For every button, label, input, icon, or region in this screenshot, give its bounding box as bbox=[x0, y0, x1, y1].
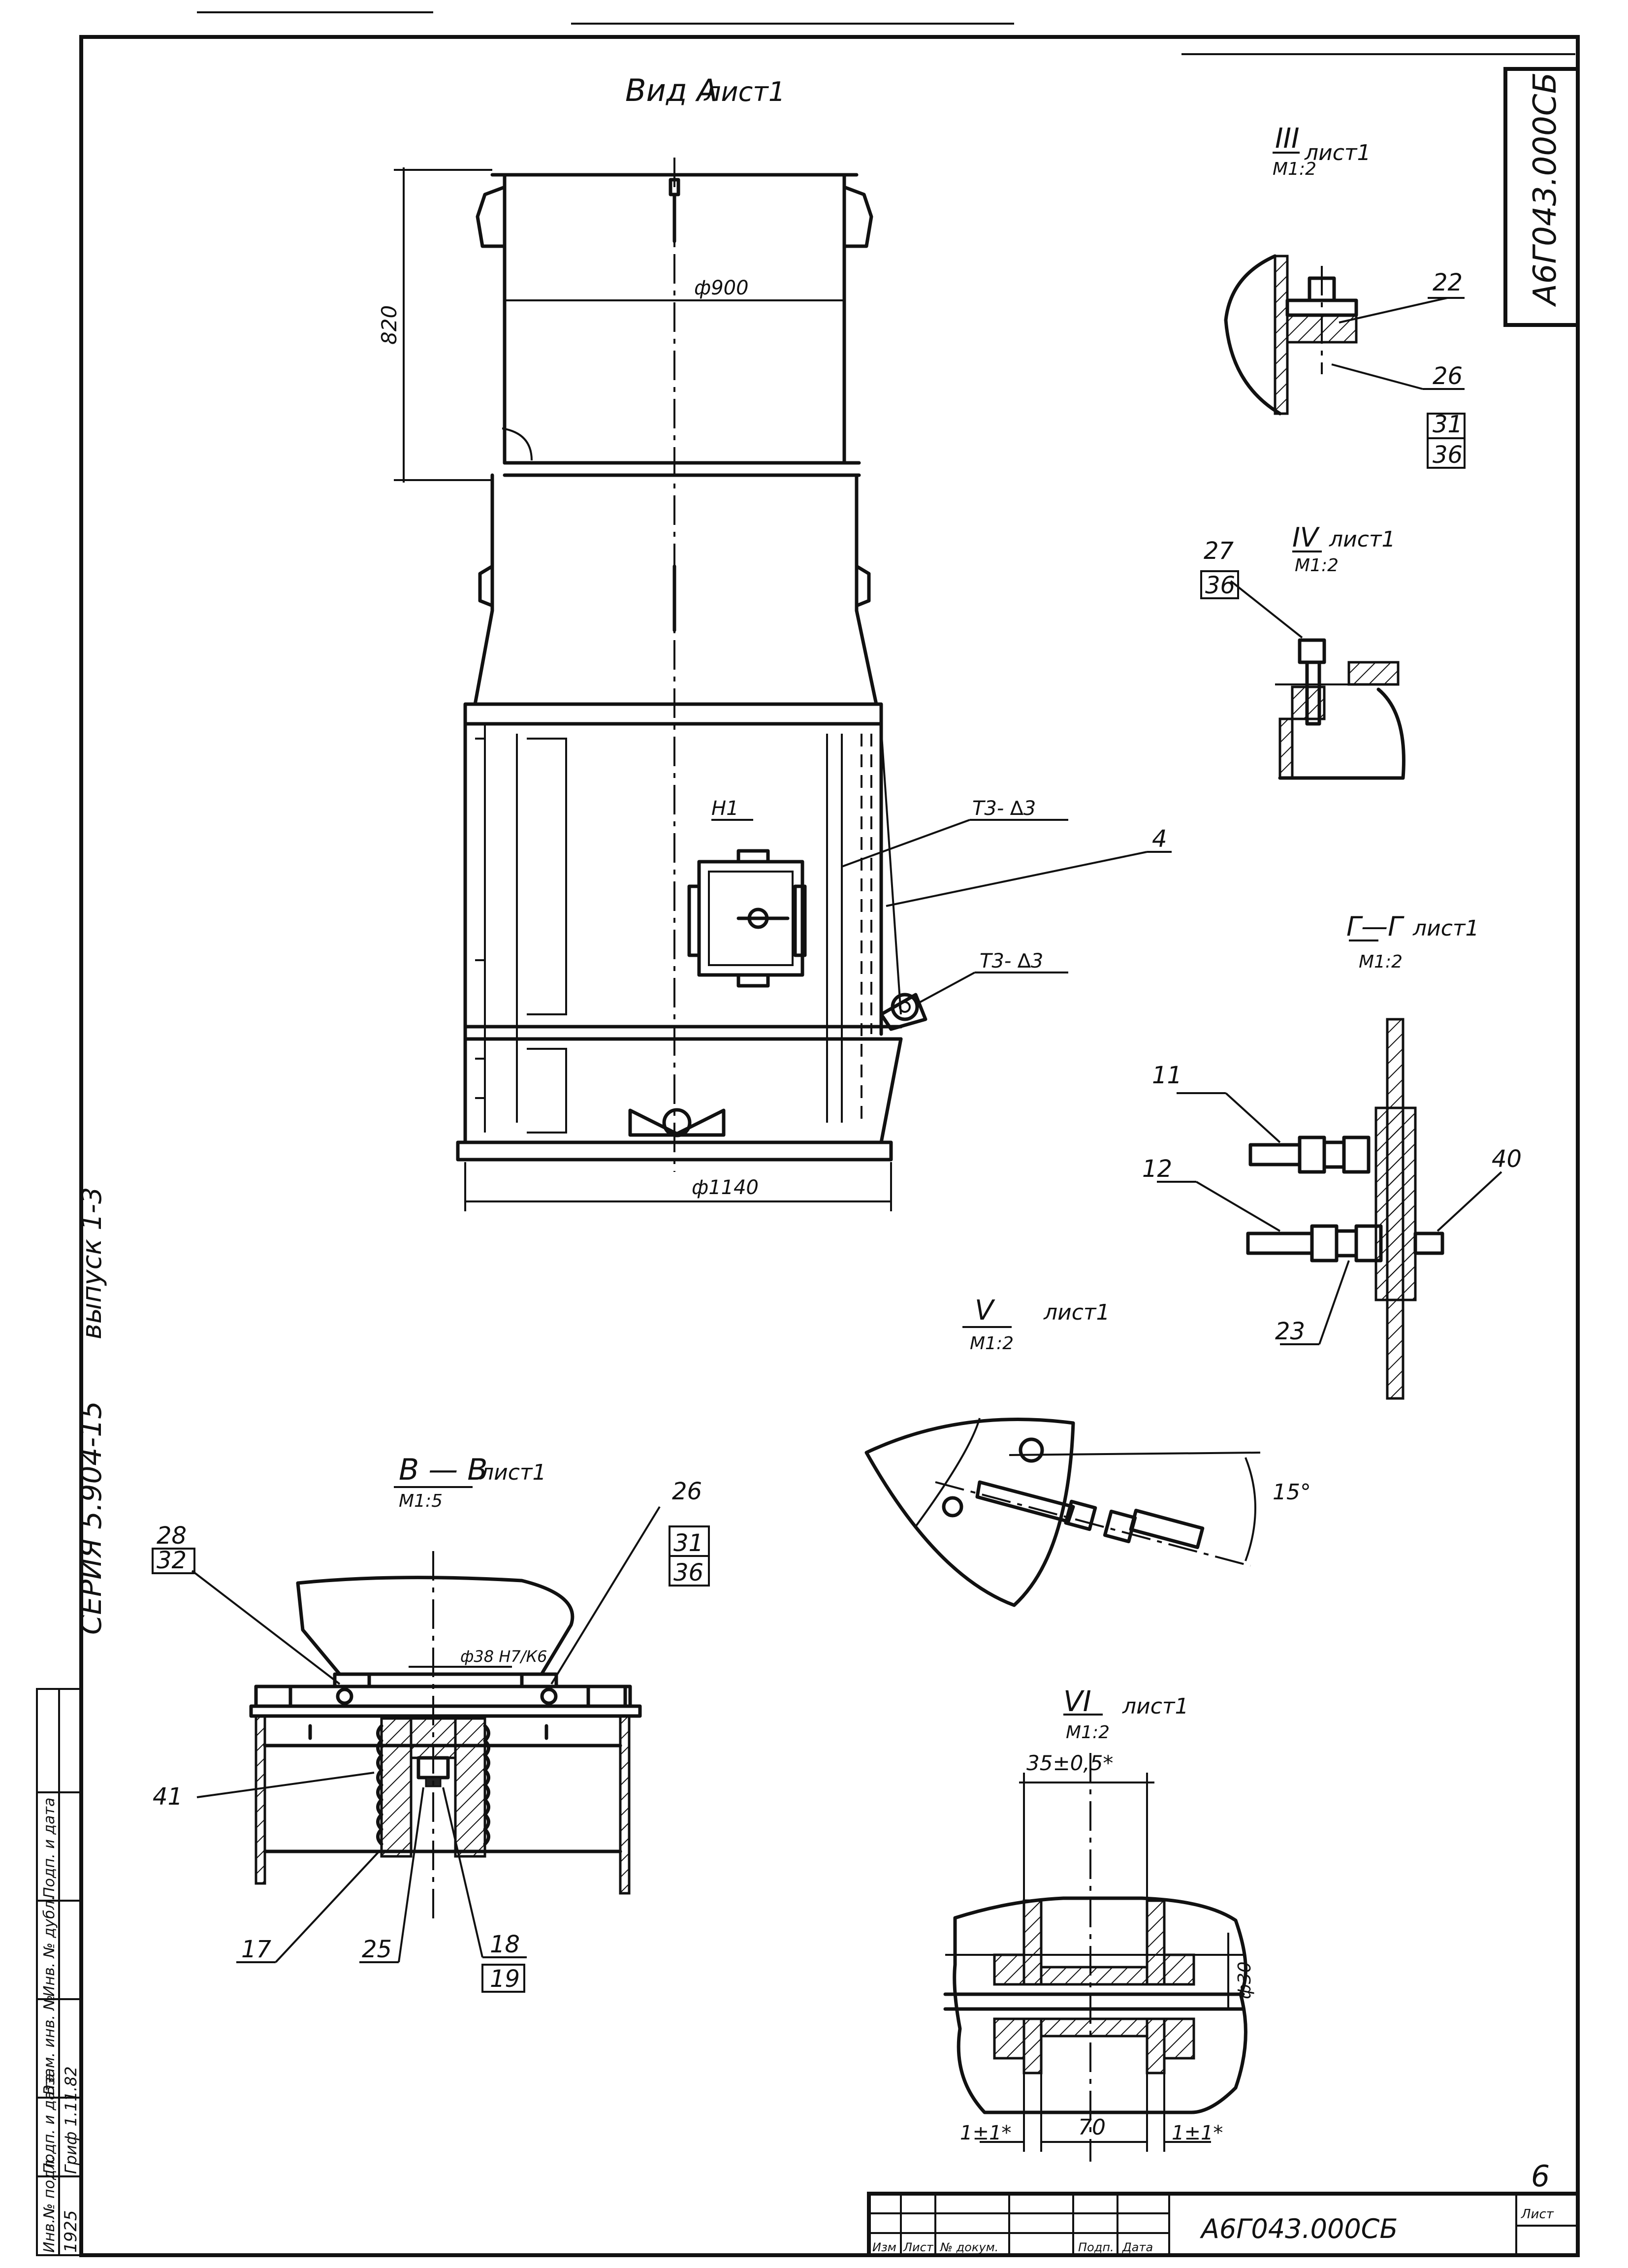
view-iv-scale: М1:2 bbox=[1295, 555, 1339, 576]
view-gg-callout-23: 23 bbox=[1275, 1318, 1305, 1345]
view-vi-dim-bottom: 70 bbox=[1078, 2115, 1106, 2140]
stamp-designation: А6Г043.000СБ bbox=[1200, 2213, 1398, 2244]
view-a-dim-bottom-dia: ф1140 bbox=[692, 1176, 759, 1199]
view-bb-callout-17: 17 bbox=[241, 1936, 272, 1963]
stamp-podp-data2-label: Подп. и дата bbox=[41, 1798, 58, 1898]
view-bb-sheet-ref: лист1 bbox=[479, 1460, 546, 1485]
view-bb-callout-36: 36 bbox=[673, 1559, 703, 1587]
view-vi-dim-dia: ф30 bbox=[1235, 1961, 1255, 1999]
view-bb-callout-26: 26 bbox=[672, 1478, 702, 1505]
view-bb-callout-32: 32 bbox=[157, 1547, 187, 1574]
view-v-title: V bbox=[975, 1295, 995, 1327]
view-iii-scale: М1:2 bbox=[1273, 159, 1316, 179]
side-stamp bbox=[36, 1688, 82, 2256]
stamp-col-list: Лист bbox=[903, 2240, 934, 2254]
view-a-dim-height: 820 bbox=[377, 305, 401, 345]
view-bb-callout-19: 19 bbox=[490, 1965, 520, 1993]
stamp-col-izm: Изм bbox=[872, 2240, 896, 2254]
view-gg-callout-40: 40 bbox=[1492, 1145, 1522, 1173]
view-iii-callout-36: 36 bbox=[1433, 441, 1463, 469]
view-a-drawing bbox=[394, 158, 1172, 1211]
stamp-vzam-label: Взам. инв. № bbox=[41, 1995, 58, 2095]
view-vi-scale: М1:2 bbox=[1066, 1722, 1110, 1743]
view-vi-sheet-ref: лист1 bbox=[1122, 1694, 1189, 1719]
view-bb-drawing bbox=[152, 1486, 710, 1993]
view-vi-dim-right: 1±1* bbox=[1172, 2122, 1223, 2144]
stamp-inv-podl-label: Инв.№ подл. bbox=[41, 2156, 58, 2253]
view-iii-callout-26: 26 bbox=[1433, 362, 1463, 390]
view-vi-dim-left: 1±1* bbox=[960, 2122, 1011, 2144]
stamp-inv-dubl-label: Инв. № дубл. bbox=[41, 1896, 58, 1997]
view-vi-drawing bbox=[943, 1714, 1247, 2162]
view-gg-callout-11: 11 bbox=[1152, 1062, 1182, 1089]
view-v-sheet-ref: лист1 bbox=[1043, 1300, 1110, 1325]
view-a-h1: Н1 bbox=[711, 797, 739, 820]
title-block bbox=[867, 2192, 1580, 2257]
view-iii-callout-22: 22 bbox=[1433, 269, 1463, 296]
view-bb-scale: М1:5 bbox=[399, 1491, 443, 1511]
stamp-inv-podl-value: 1925 bbox=[61, 2210, 81, 2253]
view-a-sheet-ref: лист1 bbox=[703, 76, 785, 107]
stamp-podp-data-value: Гриф 1.11.82 bbox=[62, 2066, 80, 2174]
view-vi-title: VI bbox=[1063, 1685, 1091, 1718]
view-iii-callout-31: 31 bbox=[1433, 411, 1463, 438]
view-bb-callout-28: 28 bbox=[157, 1522, 187, 1550]
view-bb-title: В — В bbox=[399, 1453, 487, 1487]
sheet-number: 6 bbox=[1531, 2159, 1550, 2194]
view-iv-drawing bbox=[1200, 551, 1405, 780]
view-v-angle: 15° bbox=[1273, 1480, 1311, 1505]
stamp-sheet-label: Лист bbox=[1521, 2207, 1554, 2222]
view-gg-title: Г—Г bbox=[1346, 911, 1405, 942]
stamp-col-doc: № докум. bbox=[939, 2240, 998, 2254]
view-iv-callout-27: 27 bbox=[1204, 537, 1234, 565]
view-a-title: Вид А bbox=[625, 72, 718, 108]
view-iii-title: III bbox=[1275, 123, 1300, 155]
drawing-frame bbox=[79, 11, 1580, 2257]
designation-vertical: А6Г043.000СБ bbox=[1527, 72, 1564, 307]
view-a-weld2: Т3- ∆3 bbox=[980, 950, 1043, 972]
stamp-col-podp: Подп. bbox=[1078, 2240, 1114, 2254]
view-bb-callout-25: 25 bbox=[362, 1936, 392, 1963]
view-bb-callout-31: 31 bbox=[673, 1529, 703, 1557]
view-vi-dim-top: 35±0,5* bbox=[1026, 1751, 1113, 1775]
view-bb-callout-18: 18 bbox=[490, 1931, 520, 1958]
view-gg-scale: М1:2 bbox=[1359, 952, 1403, 972]
view-v-drawing bbox=[864, 1326, 1261, 1607]
view-iv-title: IV bbox=[1292, 522, 1320, 553]
stamp-col-date: Дата bbox=[1122, 2240, 1153, 2254]
view-v-scale: М1:2 bbox=[970, 1333, 1014, 1354]
series-label: СЕРИЯ 5.904-15 bbox=[74, 1401, 108, 1635]
view-gg-callout-12: 12 bbox=[1142, 1155, 1172, 1183]
view-a-weld1: Т3- ∆3 bbox=[972, 797, 1036, 820]
issue-label: выпуск 1-3 bbox=[76, 1187, 107, 1339]
view-gg-sheet-ref: лист1 bbox=[1412, 916, 1479, 941]
view-a-callout-4: 4 bbox=[1152, 825, 1167, 853]
stamp-podp-data-label: Подп. и дата bbox=[41, 2074, 58, 2174]
view-bb-fit: ф38 Н7/К6 bbox=[460, 1647, 547, 1666]
view-iv-sheet-ref: лист1 bbox=[1329, 527, 1396, 552]
view-bb-callout-41: 41 bbox=[153, 1783, 183, 1811]
view-iv-callout-36: 36 bbox=[1205, 572, 1235, 599]
view-iii-drawing bbox=[1224, 152, 1466, 469]
view-iii-sheet-ref: лист1 bbox=[1304, 140, 1371, 165]
view-a-dim-top-dia: ф900 bbox=[694, 277, 749, 299]
view-gg-drawing bbox=[1157, 940, 1502, 1400]
